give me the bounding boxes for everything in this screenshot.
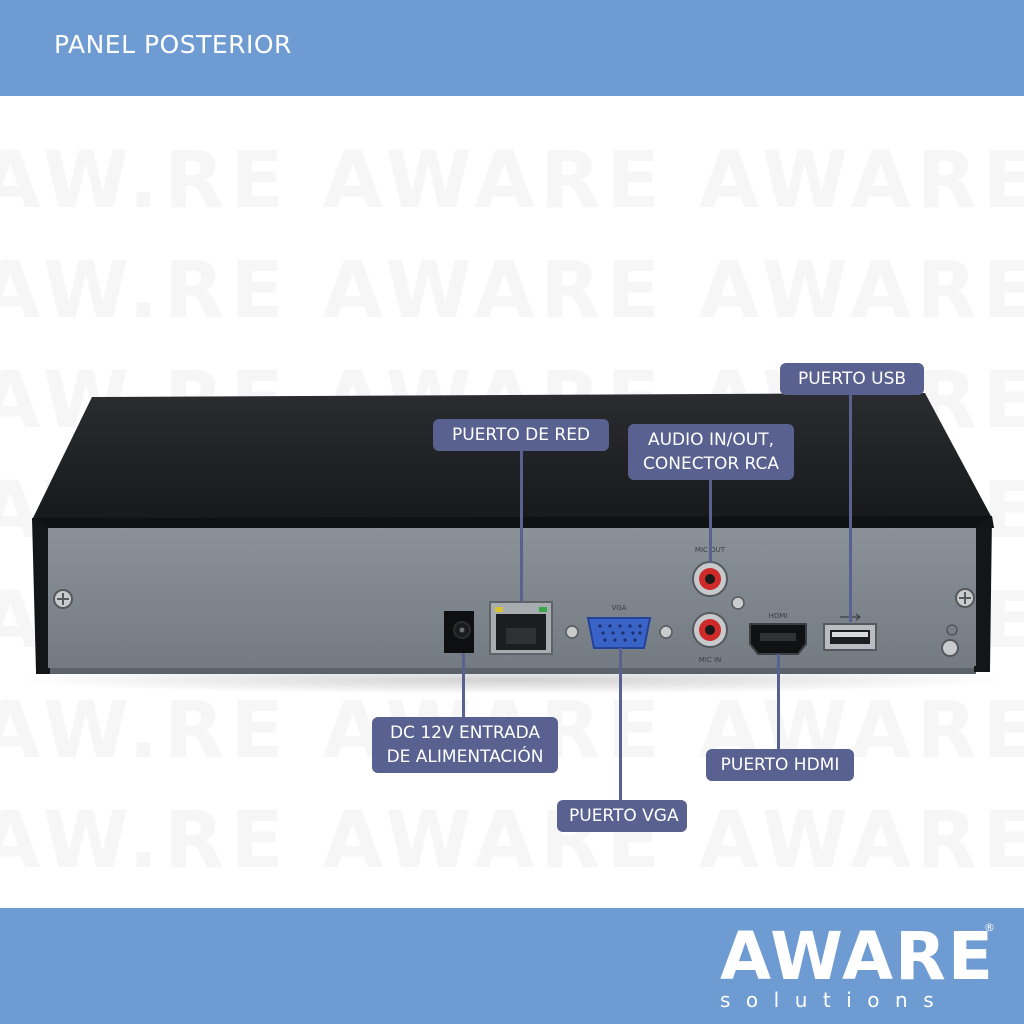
- rca-screw: [731, 596, 745, 610]
- vga-screw-right: [659, 625, 673, 639]
- dc-callout-line: [462, 653, 465, 717]
- device-top-cover: [32, 393, 992, 520]
- device-top-edge: [32, 516, 994, 530]
- audio-callout-line1: AUDIO IN/OUT,: [647, 430, 775, 450]
- page-title: PANEL POSTERIOR: [54, 30, 292, 59]
- hdmi-port-callout-text: PUERTO HDMI: [720, 755, 840, 775]
- vga-port-callout: PUERTO VGA: [557, 800, 687, 832]
- vga-port-callout-text: PUERTO VGA: [569, 806, 679, 826]
- usb-port-callout-text: PUERTO USB: [797, 369, 907, 389]
- device-panel-bottom: [48, 668, 976, 674]
- audio-callout: AUDIO IN/OUT, CONECTOR RCA: [628, 424, 794, 480]
- network-callout-line: [520, 448, 523, 602]
- device-frame-right: [976, 516, 992, 670]
- header-bar: PANEL POSTERIOR: [0, 0, 1024, 96]
- device-frame-bottom-right: [974, 666, 990, 672]
- ground-screw: [941, 639, 959, 657]
- network-port-callout-text: PUERTO DE RED: [451, 425, 591, 445]
- vga-port-label: VGA: [611, 604, 626, 612]
- dc-power-callout-line2: DE ALIMENTACIÓN: [386, 747, 544, 767]
- mic-in-label: MIC IN: [699, 656, 722, 664]
- dc-power-callout: DC 12V ENTRADA DE ALIMENTACIÓN: [372, 717, 558, 773]
- vga-screw-left: [565, 625, 579, 639]
- aware-logo-word: AWARE: [720, 918, 995, 995]
- aware-logo-subtitle: solutions: [720, 988, 950, 1012]
- usb-callout-line: [849, 395, 852, 622]
- usb-port-callout: PUERTO USB: [780, 363, 924, 395]
- audio-callout-line2: CONECTOR RCA: [642, 454, 780, 474]
- device-frame-bottom-left: [36, 668, 50, 674]
- footer-bar: [0, 908, 1024, 1024]
- registered-mark: ®: [984, 921, 995, 934]
- audio-callout-line: [709, 480, 712, 563]
- network-port-callout: PUERTO DE RED: [433, 419, 609, 451]
- hdmi-callout-line: [777, 654, 780, 749]
- dc-power-callout-line1: DC 12V ENTRADA: [389, 723, 541, 743]
- vga-callout-line: [619, 648, 622, 800]
- device-frame-left: [32, 518, 48, 672]
- hdmi-port-label: HDMI: [769, 612, 788, 620]
- hdmi-port-callout: PUERTO HDMI: [706, 749, 854, 781]
- ground-symbol: [946, 624, 958, 636]
